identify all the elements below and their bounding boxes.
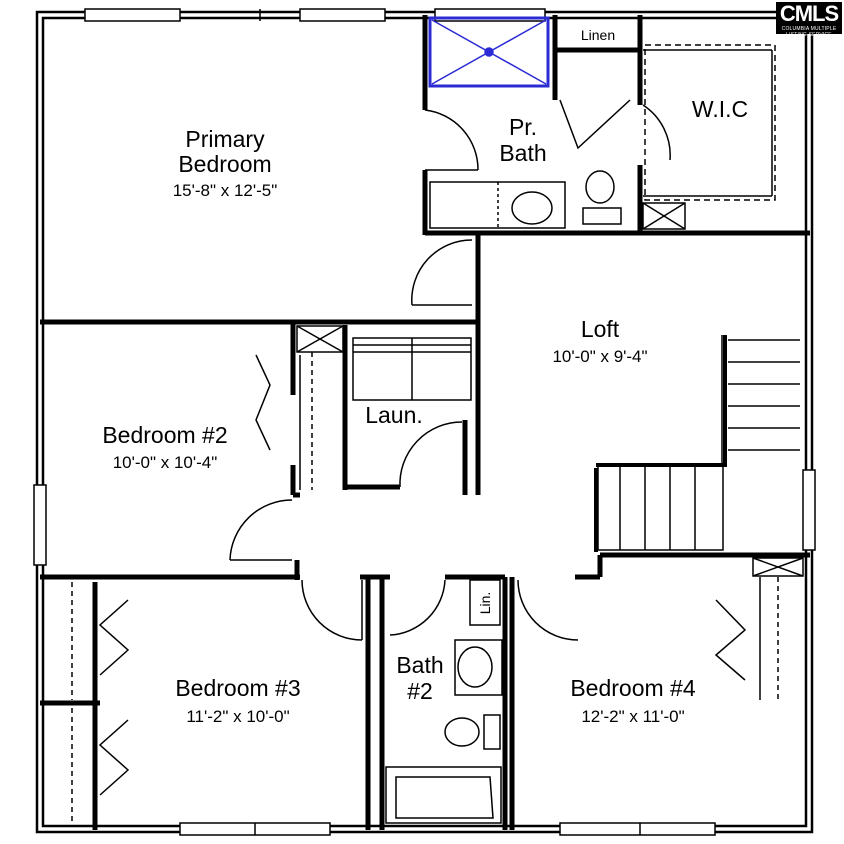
stair-rail bbox=[594, 335, 727, 552]
logo-text: CMLS bbox=[779, 1, 839, 26]
cmls-logo: CMLS COLUMBIA MULTIPLE LISTING SERVICE bbox=[776, 1, 842, 38]
bedroom2-label: Bedroom #2 bbox=[102, 422, 227, 448]
bedroom4-label: Bedroom #4 bbox=[570, 675, 696, 701]
bedroom2-dims: 10'-0" x 10'-4" bbox=[113, 453, 218, 472]
bath2-label-2: #2 bbox=[407, 678, 433, 704]
logo-subtext: COLUMBIA MULTIPLE LISTING SERVICE bbox=[781, 26, 837, 38]
linen-label: Linen bbox=[581, 27, 615, 43]
bath2-label-1: Bath bbox=[396, 652, 443, 678]
room-labels: Primary Bedroom 15'-8" x 12'-5" Pr. Bath… bbox=[102, 27, 748, 726]
bedroom3-label: Bedroom #3 bbox=[175, 675, 300, 701]
primary-bath-label-2: Bath bbox=[499, 140, 546, 166]
primary-bedroom-label-2: Bedroom bbox=[178, 151, 271, 177]
door-swings bbox=[98, 99, 747, 796]
laundry-label: Laun. bbox=[365, 402, 423, 428]
primary-bedroom-label-1: Primary bbox=[185, 126, 265, 152]
loft-dims: 10'-0" x 9'-4" bbox=[552, 347, 647, 366]
bedroom4-dims: 12'-2" x 11'-0" bbox=[581, 707, 684, 726]
lin-label: Lin. bbox=[477, 592, 493, 615]
loft-label: Loft bbox=[581, 316, 620, 342]
primary-bath-label-1: Pr. bbox=[509, 114, 537, 140]
bedroom3-dims: 11'-2" x 10'-0" bbox=[186, 707, 289, 726]
primary-bedroom-dims: 15'-8" x 12'-5" bbox=[173, 181, 278, 200]
fixture-outlines bbox=[71, 16, 804, 826]
interior-walls bbox=[40, 15, 810, 830]
wic-label: W.I.C bbox=[692, 96, 748, 122]
